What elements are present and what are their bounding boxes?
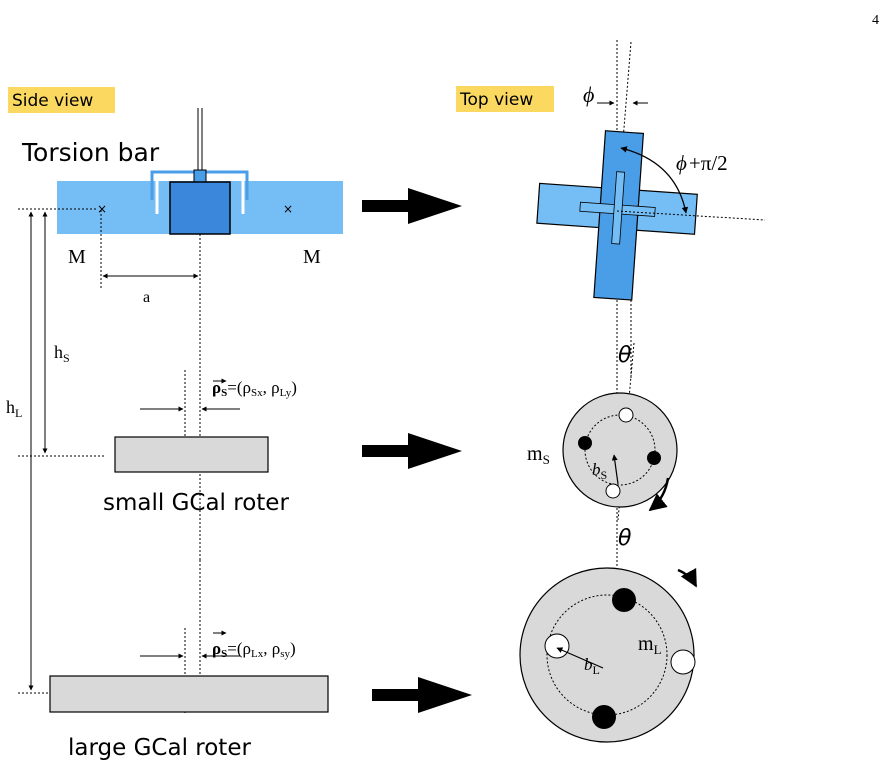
torsion-bar-label: Torsion bar	[21, 138, 160, 167]
hl-label: hL	[6, 397, 22, 420]
mass-marker-right: ×	[283, 202, 293, 216]
small-rotation-arrow	[648, 477, 670, 512]
side-view-heading: Side view	[12, 91, 93, 111]
large-rotor-top	[519, 567, 695, 743]
mass-left-label: M	[68, 246, 86, 268]
small-rotor-side	[114, 436, 269, 473]
ms-label: mS	[527, 443, 550, 467]
mass-right-label: M	[303, 246, 321, 268]
large-rotation-arrow	[677, 567, 698, 588]
hs-label: hS	[54, 342, 70, 365]
bl-label: bL	[584, 655, 600, 677]
arm-label: a	[143, 289, 150, 306]
top-view-highlight	[456, 86, 554, 112]
small-rotor-top	[562, 392, 678, 508]
top-view-heading: Top view	[459, 90, 533, 110]
page-number: 4	[872, 13, 879, 28]
large-rotor-label: large GCal roter	[68, 735, 251, 761]
center-block	[169, 181, 231, 235]
arrow-right-icon	[362, 433, 462, 469]
phi-plus-label: ϕ+π/2	[676, 151, 728, 175]
arrow-right-icon	[372, 677, 472, 713]
mass-marker-left: ×	[97, 202, 107, 216]
small-rotor-label: small GCal roter	[103, 490, 289, 516]
theta-large-label: θ	[618, 526, 632, 551]
rho-large-label: ρS=(ρLx, ρsy)	[212, 639, 296, 660]
rho-small-label: ρS=(ρSx, ρLy)	[212, 378, 297, 399]
arrow-right-icon	[362, 188, 462, 224]
phi-label: ϕ	[583, 82, 594, 107]
phi-plus-arrow	[620, 146, 689, 214]
ml-label: mL	[638, 633, 662, 657]
large-rotor-side	[49, 675, 329, 713]
bs-label: bS	[592, 460, 607, 482]
side-view-highlight	[8, 87, 115, 113]
theta-small-label: θ	[618, 343, 632, 368]
